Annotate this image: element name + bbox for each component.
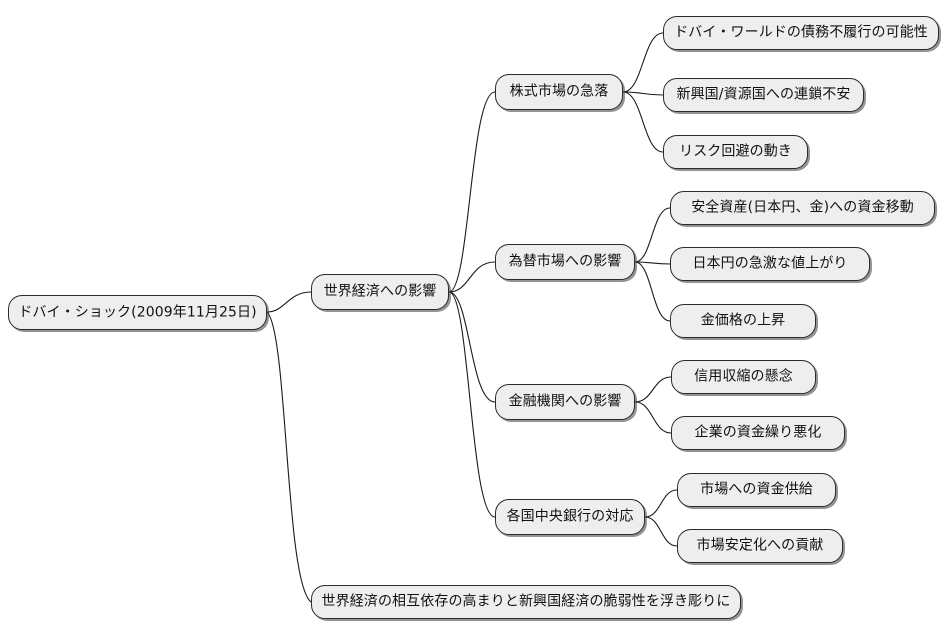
node-bank-credit-crunch[interactable]: 信用収縮の懸念 — [671, 360, 816, 394]
edge-global-impact-bank-impact — [448, 291, 496, 403]
edge-cb-response-child-1 — [644, 489, 678, 518]
edge-bank-impact-child-1 — [634, 376, 672, 403]
edge-fx-impact-child-1 — [634, 207, 671, 263]
node-bank-impact-label: 金融機関への影響 — [508, 393, 622, 410]
node-fx-gold-price-rise[interactable]: 金価格の上昇 — [670, 304, 816, 338]
node-conclusion[interactable]: 世界経済の相互依存の高まりと新興国経済の脆弱性を浮き彫りに — [311, 585, 741, 619]
node-cb-market-stabilization[interactable]: 市場安定化への貢献 — [677, 529, 843, 563]
node-fx-yen-appreciation[interactable]: 日本円の急激な値上がり — [670, 247, 870, 281]
edge-stock-crash-child-2 — [622, 91, 664, 96]
edge-global-impact-cb-response — [448, 291, 496, 518]
node-stock-risk-off-label: リスク回避の動き — [679, 143, 792, 160]
edge-fx-impact-child-3 — [634, 261, 671, 322]
node-cb-market-stabilization-label: 市場安定化への貢献 — [696, 537, 824, 554]
node-fx-gold-price-rise-label: 金価格の上昇 — [700, 312, 786, 329]
node-bank-credit-crunch-label: 信用収縮の懸念 — [694, 368, 793, 385]
edge-root-global-impact — [266, 291, 312, 313]
edge-bank-impact-child-2 — [634, 401, 672, 434]
node-stock-default-risk-label: ドバイ・ワールドの債務不履行の可能性 — [674, 24, 928, 41]
edge-global-impact-stock-crash — [448, 91, 496, 293]
node-cb-response-label: 各国中央銀行の対応 — [506, 508, 634, 525]
node-stock-default-risk[interactable]: ドバイ・ワールドの債務不履行の可能性 — [663, 16, 939, 50]
edge-fx-impact-child-2 — [634, 261, 671, 265]
edge-cb-response-child-2 — [644, 516, 678, 547]
node-bank-impact[interactable]: 金融機関への影響 — [495, 384, 635, 420]
node-stock-crash-label: 株式市場の急落 — [509, 83, 609, 100]
node-conclusion-label: 世界経済の相互依存の高まりと新興国経済の脆弱性を浮き彫りに — [321, 593, 731, 610]
node-fx-safe-haven-flows-label: 安全資産(日本円、金)への資金移動 — [691, 199, 914, 216]
node-cb-liquidity-supply[interactable]: 市場への資金供給 — [677, 473, 836, 507]
node-fx-yen-appreciation-label: 日本円の急激な値上がり — [692, 255, 848, 272]
edge-global-impact-fx-impact — [448, 261, 496, 293]
node-cb-liquidity-supply-label: 市場への資金供給 — [700, 481, 813, 498]
edge-stock-crash-child-3 — [622, 91, 664, 153]
edge-root-conclusion — [266, 311, 312, 603]
node-bank-corporate-funding[interactable]: 企業の資金繰り悪化 — [671, 416, 845, 450]
edge-stock-crash-child-1 — [622, 32, 664, 93]
node-global-impact[interactable]: 世界経済への影響 — [311, 274, 449, 310]
node-stock-crash[interactable]: 株式市場の急落 — [495, 74, 623, 110]
node-stock-emerging-contagion-label: 新興国/資源国への連鎖不安 — [676, 86, 851, 103]
node-root-label: ドバイ・ショック(2009年11月25日) — [18, 304, 257, 320]
node-cb-response[interactable]: 各国中央銀行の対応 — [495, 499, 645, 535]
node-stock-emerging-contagion[interactable]: 新興国/資源国への連鎖不安 — [663, 78, 864, 112]
node-root[interactable]: ドバイ・ショック(2009年11月25日) — [8, 295, 267, 330]
node-global-impact-label: 世界経済への影響 — [323, 283, 437, 300]
node-fx-impact-label: 為替市場への影響 — [508, 253, 622, 270]
node-bank-corporate-funding-label: 企業の資金繰り悪化 — [694, 424, 822, 441]
node-fx-impact[interactable]: 為替市場への影響 — [495, 244, 635, 280]
node-stock-risk-off[interactable]: リスク回避の動き — [663, 135, 808, 169]
node-fx-safe-haven-flows[interactable]: 安全資産(日本円、金)への資金移動 — [670, 191, 935, 225]
